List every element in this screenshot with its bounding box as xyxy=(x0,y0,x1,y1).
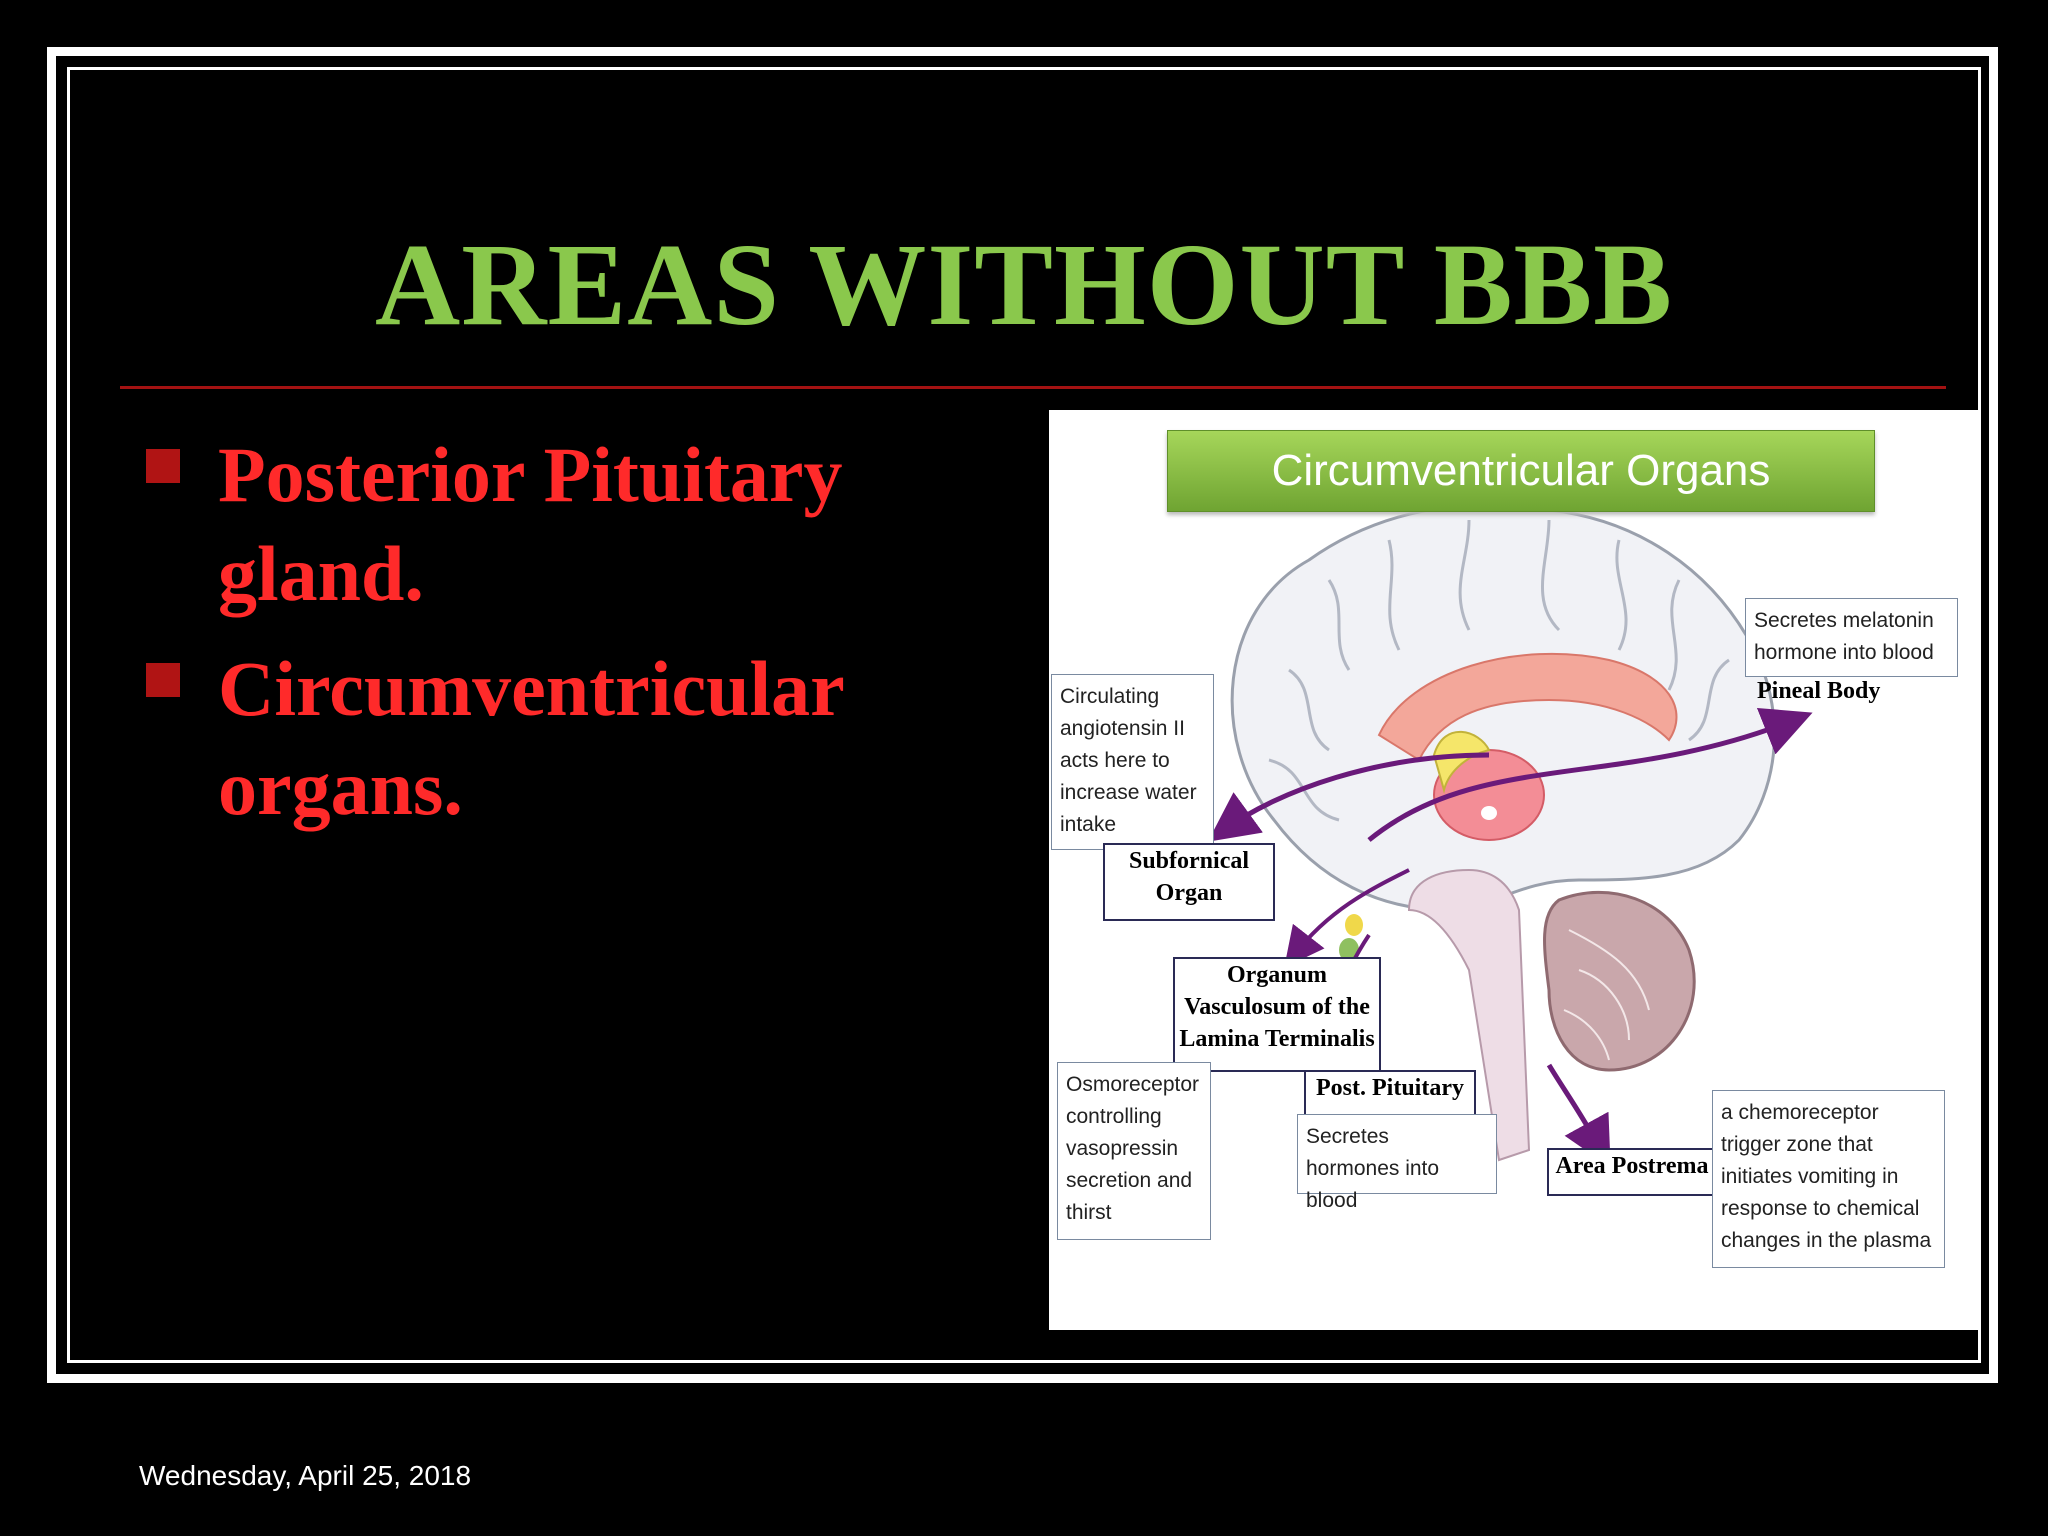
ovlt-description: Osmoreceptor controlling vasopressin sec… xyxy=(1057,1062,1211,1240)
slide-inner-frame xyxy=(67,67,1981,1363)
arrow-to-pineal xyxy=(1367,707,1813,842)
square-bullet-icon xyxy=(146,663,180,697)
arrow-to-postrema xyxy=(1546,1063,1611,1168)
subfornical-description: Circulating angiotensin II acts here to … xyxy=(1051,674,1214,850)
slide-date: Wednesday, April 25, 2018 xyxy=(139,1460,472,1491)
bullet-text: Circumventricular organs. xyxy=(218,645,844,831)
bullet-item: Posterior Pituitary gland. xyxy=(140,425,1040,623)
pineal-description: Secretes melatonin hormone into blood xyxy=(1745,598,1958,677)
cerebellum-shape xyxy=(1543,890,1696,1072)
title-divider xyxy=(120,386,1946,389)
area-postrema-label: Area Postrema xyxy=(1547,1148,1717,1196)
bullet-list: Posterior Pituitary gland. Circumventric… xyxy=(140,425,1040,853)
subfornical-organ-label: Subfornical Organ xyxy=(1103,843,1275,921)
square-bullet-icon xyxy=(146,449,180,483)
arrow-to-subfornical xyxy=(1207,752,1490,842)
ovlt-label: Organum Vasculosum of the Lamina Termina… xyxy=(1173,957,1381,1072)
cerebrum-shape xyxy=(1230,502,1776,912)
bullet-item: Circumventricular organs. xyxy=(140,639,1040,837)
post-pituitary-description: Secretes hormones into blood xyxy=(1297,1114,1497,1212)
pineal-body-label: Pineal Body xyxy=(1757,678,1881,704)
area-postrema-description: a chemoreceptor trigger zone that initia… xyxy=(1712,1090,1945,1268)
pituitary-shape xyxy=(1345,914,1363,936)
bullet-text: Posterior Pituitary gland. xyxy=(218,431,843,617)
brainstem-shape xyxy=(1407,868,1531,1162)
brain-sagittal-illustration xyxy=(1207,502,1813,1168)
arrow-to-ovlt xyxy=(1284,868,1410,968)
corpus-callosum-shape xyxy=(1377,652,1678,762)
circumventricular-organs-figure: Circumventricular Organs Secretes melato… xyxy=(1049,410,1979,1330)
slide-outer-frame xyxy=(47,47,1998,1383)
post-pituitary-label: Post. Pituitary xyxy=(1304,1070,1476,1116)
figure-banner: Circumventricular Organs xyxy=(1167,430,1875,512)
slide-title: AREAS WITHOUT BBB xyxy=(375,219,1673,350)
